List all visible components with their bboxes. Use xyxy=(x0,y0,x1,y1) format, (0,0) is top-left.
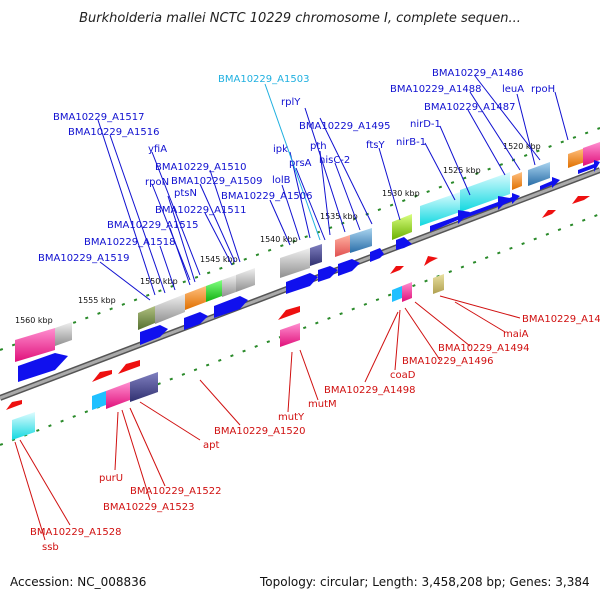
gene-label: ftsY xyxy=(366,140,385,151)
gene-label: leuA xyxy=(502,84,524,95)
gene-label: yfiA xyxy=(148,144,167,155)
gene-label: pth xyxy=(310,141,327,152)
gene-label: BMA10229_A1528 xyxy=(30,527,121,538)
gene-label: mutY xyxy=(278,412,305,423)
gene-label: BMA10229_A1496 xyxy=(402,356,493,367)
gene-label: BMA10229_A1520 xyxy=(214,426,305,437)
kbp-label: 1520 kbp xyxy=(503,142,541,151)
gene-label: BMA10229_A1491 xyxy=(522,314,600,325)
gene-label: mutM xyxy=(308,399,337,410)
gene-label: BMA10229_A1488 xyxy=(390,84,481,95)
gene-label: BMA10229_A1486 xyxy=(432,68,523,79)
gene-label: hisC-2 xyxy=(319,155,350,166)
reverse-labels: BMA10229_A1491 maiA BMA10229_A1494 BMA10… xyxy=(14,295,600,553)
kbp-label: 1555 kbp xyxy=(78,296,116,305)
tick-track-outer xyxy=(0,127,600,351)
gene-label: rpoH xyxy=(531,84,555,95)
forward-gene-arrows xyxy=(18,160,600,382)
gene-label: maiA xyxy=(503,329,529,340)
kbp-label: 1525 kbp xyxy=(443,166,481,175)
gene-label: ptsN xyxy=(174,188,197,199)
gene-label: BMA10229_A1487 xyxy=(424,102,515,113)
tick-track-inner xyxy=(0,213,600,446)
kbp-label: 1545 kbp xyxy=(200,255,238,264)
gene-label-highlighted: BMA10229_A1503 xyxy=(218,74,309,85)
gene-label: BMA10229_A1495 xyxy=(299,121,390,132)
gene-label: ipk xyxy=(273,144,288,155)
kbp-scale: 1520 kbp 1525 kbp 1530 kbp 1535 kbp 1540… xyxy=(15,142,541,325)
gene-label: rplY xyxy=(281,97,301,108)
gene-label: BMA10229_A1522 xyxy=(130,486,221,497)
kbp-label: 1540 kbp xyxy=(260,235,298,244)
gene-label: BMA10229_A1515 xyxy=(107,220,198,231)
kbp-label: 1535 kbp xyxy=(320,212,358,221)
gene-label: BMA10229_A1519 xyxy=(38,253,129,264)
gene-label: nirD-1 xyxy=(410,119,441,130)
gene-label: BMA10229_A1516 xyxy=(68,127,159,138)
gene-label: apt xyxy=(203,440,219,451)
gene-label: rpoN xyxy=(145,177,169,188)
genome-stats-text: Topology: circular; Length: 3,458,208 bp… xyxy=(259,575,590,589)
forward-labels: BMA10229_A1486 leuA rpoH BMA10229_A1488 … xyxy=(38,68,569,301)
gene-label: BMA10229_A1506 xyxy=(221,191,312,202)
kbp-label: 1550 kbp xyxy=(140,277,178,286)
feature-blocks-forward xyxy=(15,142,600,362)
gene-label: nirB-1 xyxy=(396,137,426,148)
gene-label: purU xyxy=(99,473,123,484)
accession-text: Accession: NC_008836 xyxy=(10,575,146,589)
gene-label: BMA10229_A1518 xyxy=(84,237,175,248)
gene-label: BMA10229_A1523 xyxy=(103,502,194,513)
kbp-label: 1560 kbp xyxy=(15,316,53,325)
gene-label: BMA10229_A1509 xyxy=(171,176,262,187)
gene-label: lolB xyxy=(272,175,291,186)
gene-label: BMA10229_A1494 xyxy=(438,343,529,354)
feature-blocks-reverse xyxy=(12,274,444,440)
map-title: Burkholderia mallei NCTC 10229 chromosom… xyxy=(79,11,521,26)
gene-label: BMA10229_A1517 xyxy=(53,112,144,123)
reverse-gene-arrows xyxy=(6,196,590,410)
gene-label: BMA10229_A1510 xyxy=(155,162,246,173)
gene-label: prsA xyxy=(289,158,312,169)
gene-label: BMA10229_A1511 xyxy=(155,205,246,216)
gene-label: ssb xyxy=(42,542,59,553)
gene-label: BMA10229_A1498 xyxy=(324,385,415,396)
gene-label: coaD xyxy=(390,370,416,381)
kbp-label: 1530 kbp xyxy=(382,189,420,198)
